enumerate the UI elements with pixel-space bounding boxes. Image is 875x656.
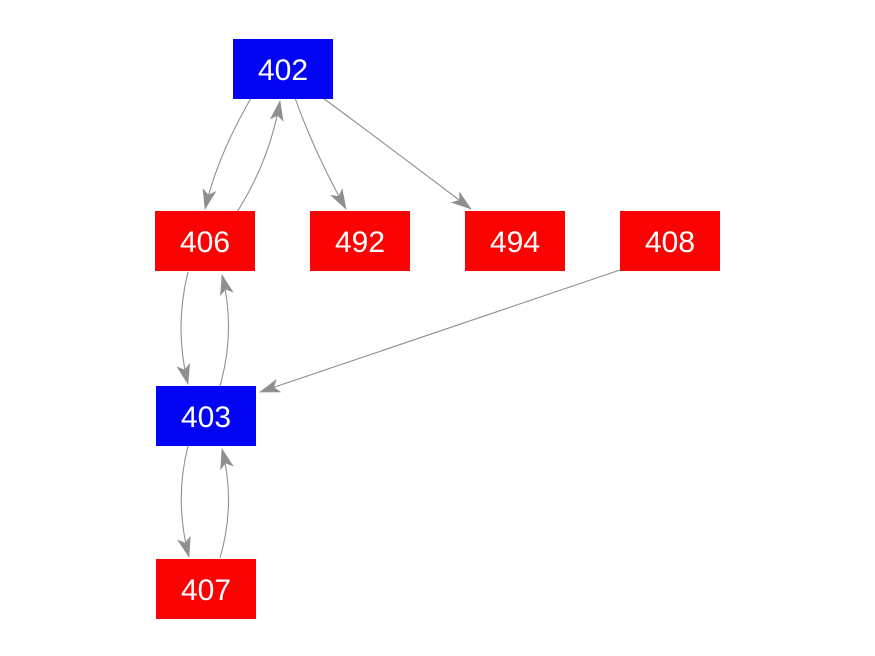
node-402-label: 402 (258, 54, 308, 87)
node-492-box (310, 211, 410, 271)
node-402-box (233, 39, 333, 99)
node-403-label: 403 (181, 401, 231, 434)
node-403-box (156, 386, 256, 446)
node-494: 494 (465, 211, 565, 271)
node-494-box (465, 211, 565, 271)
node-406-box (155, 211, 255, 271)
node-406: 406 (155, 211, 255, 271)
edge-403-to-406 (219, 274, 234, 387)
nodes-layer: 402 406 492 494 408 403 407 (155, 39, 720, 619)
node-494-label: 494 (490, 226, 540, 259)
edge-402-to-492 (294, 97, 347, 210)
node-492: 492 (310, 211, 410, 271)
edge-403-to-407 (177, 445, 191, 558)
node-406-label: 406 (180, 226, 230, 259)
edge-402-to-406 (202, 97, 252, 210)
edge-406-to-402 (236, 100, 284, 213)
edges-layer (176, 97, 621, 559)
edge-408-to-403 (259, 269, 621, 393)
node-407: 407 (156, 559, 256, 619)
node-408: 408 (620, 211, 720, 271)
edge-406-to-403 (176, 271, 190, 385)
node-408-box (620, 211, 720, 271)
node-402: 402 (233, 39, 333, 99)
node-408-label: 408 (645, 226, 695, 259)
node-403: 403 (156, 386, 256, 446)
edge-407-to-403 (219, 448, 234, 559)
node-407-label: 407 (181, 574, 231, 607)
node-492-label: 492 (335, 226, 385, 259)
edge-402-to-494 (322, 97, 472, 210)
node-407-box (156, 559, 256, 619)
